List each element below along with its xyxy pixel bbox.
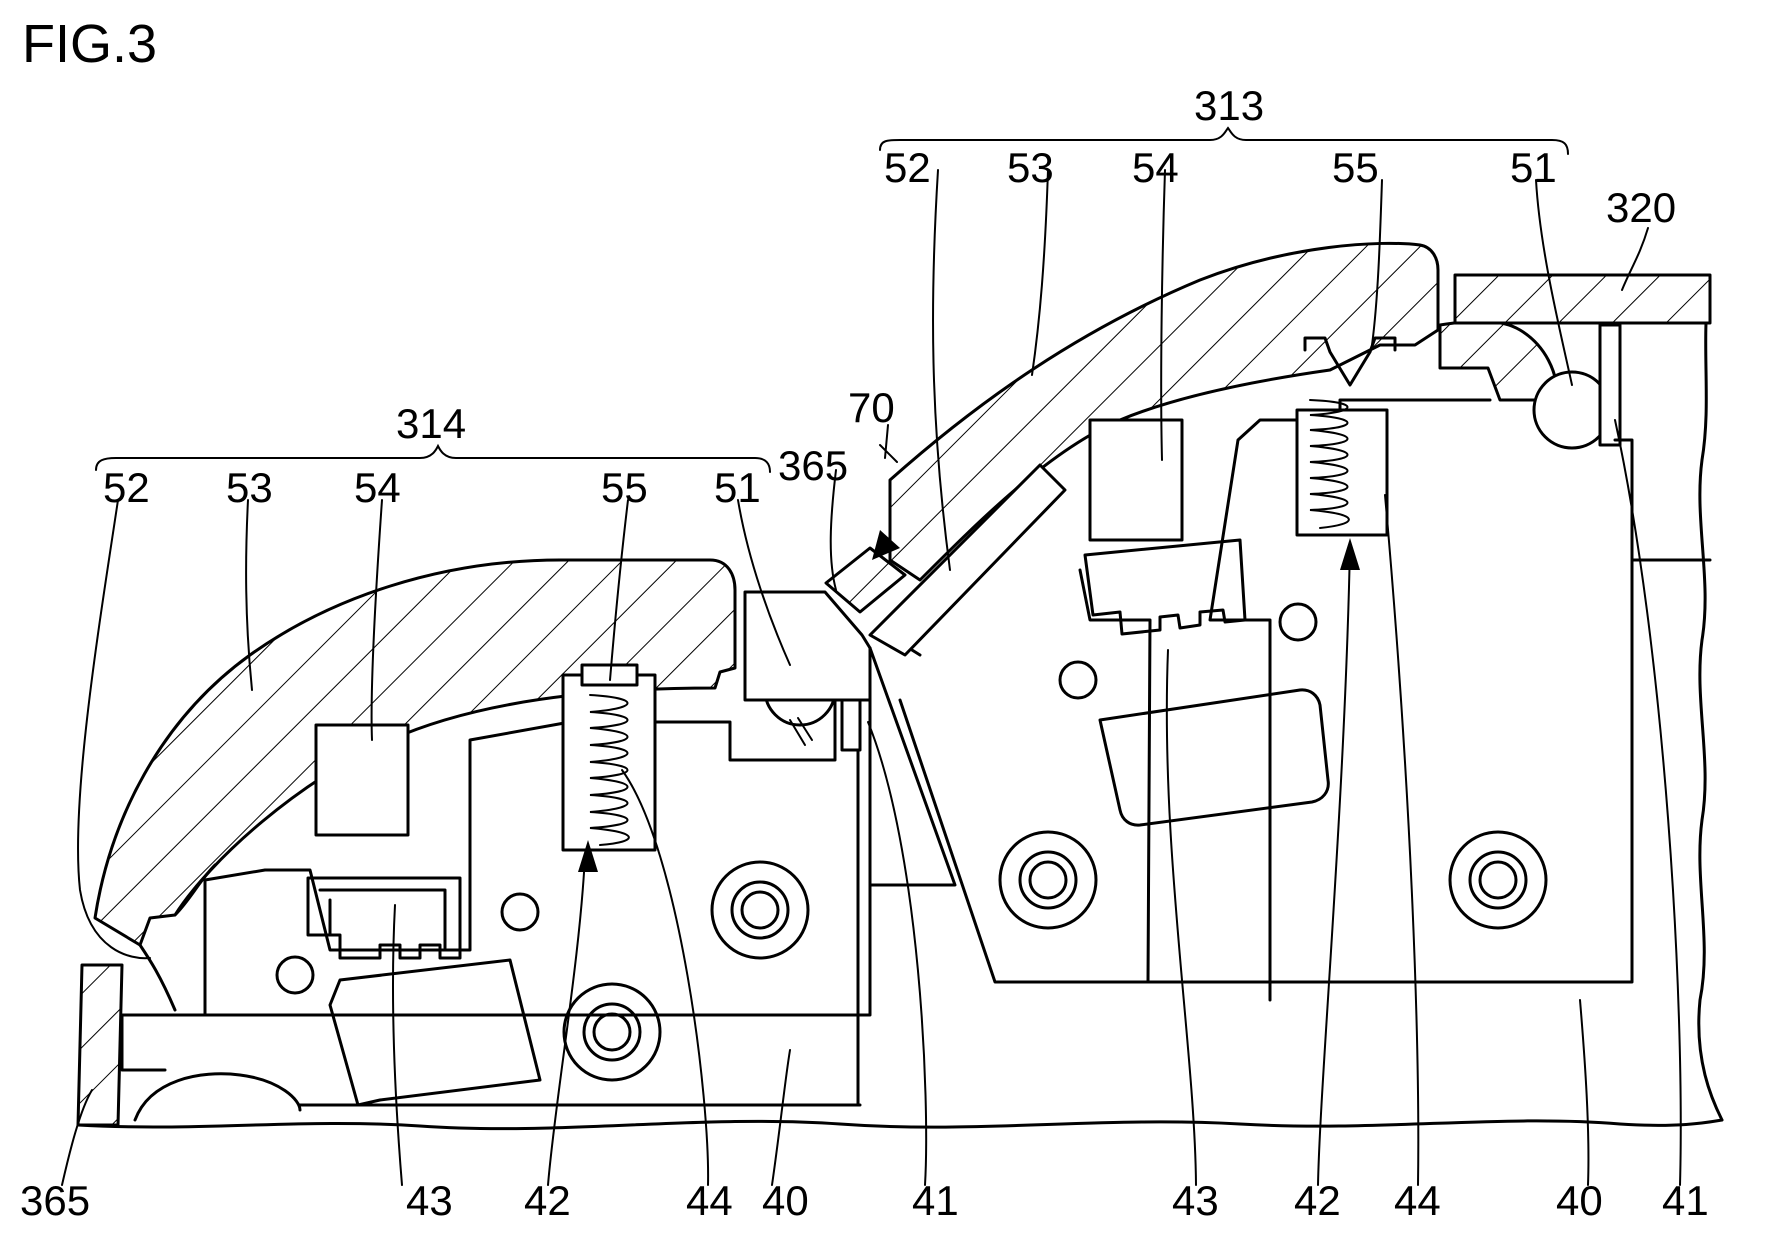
- bottom-break-line: [78, 1120, 1722, 1129]
- label-41-left: 41: [912, 1177, 959, 1224]
- link-54-right: [1090, 420, 1182, 540]
- label-44-right: 44: [1394, 1177, 1441, 1224]
- label-53-left: 53: [226, 464, 273, 511]
- label-54-right: 54: [1132, 144, 1179, 191]
- brace-314: [96, 446, 770, 472]
- boss-right-a: [1000, 832, 1096, 928]
- label-313: 313: [1194, 82, 1264, 129]
- label-43-right: 43: [1172, 1177, 1219, 1224]
- label-51-left: 51: [714, 464, 761, 511]
- label-44-left: 44: [686, 1177, 733, 1224]
- label-55-left: 55: [601, 464, 648, 511]
- hole-right-b: [1280, 604, 1316, 640]
- label-40-left: 40: [762, 1177, 809, 1224]
- label-55-right: 55: [1332, 144, 1379, 191]
- label-40-right: 40: [1556, 1177, 1603, 1224]
- label-70: 70: [848, 384, 895, 431]
- label-51-right: 51: [1510, 144, 1557, 191]
- label-54-left: 54: [354, 464, 401, 511]
- housing-365-mid: [745, 592, 870, 700]
- label-43-left: 43: [406, 1177, 453, 1224]
- boss-right-b: [1450, 832, 1546, 928]
- right-break-line: [1699, 280, 1722, 1120]
- label-52-right: 52: [884, 144, 931, 191]
- figure-title: FIG.3: [22, 14, 157, 74]
- window-right: [1100, 690, 1328, 825]
- label-42-left: 42: [524, 1177, 571, 1224]
- label-41-right: 41: [1662, 1177, 1709, 1224]
- hole-left-a: [502, 894, 538, 930]
- link-54-left: [316, 725, 408, 835]
- label-320: 320: [1606, 184, 1676, 231]
- label-314: 314: [396, 400, 466, 447]
- label-365-mid: 365: [778, 442, 848, 489]
- boss-left-b: [564, 984, 660, 1080]
- spring-housing-42-left: [563, 675, 655, 850]
- label-53-right: 53: [1007, 144, 1054, 191]
- hole-left-b: [277, 957, 313, 993]
- brace-313: [880, 128, 1568, 154]
- label-42-right: 42: [1294, 1177, 1341, 1224]
- label-365-low: 365: [20, 1177, 90, 1224]
- arrow-42-right: [1340, 538, 1360, 570]
- spring-housing-42-right: [1297, 410, 1387, 535]
- boss-left-a: [712, 862, 808, 958]
- hole-right-a: [1060, 662, 1096, 698]
- unit-313: [870, 243, 1710, 1000]
- label-52-left: 52: [103, 464, 150, 511]
